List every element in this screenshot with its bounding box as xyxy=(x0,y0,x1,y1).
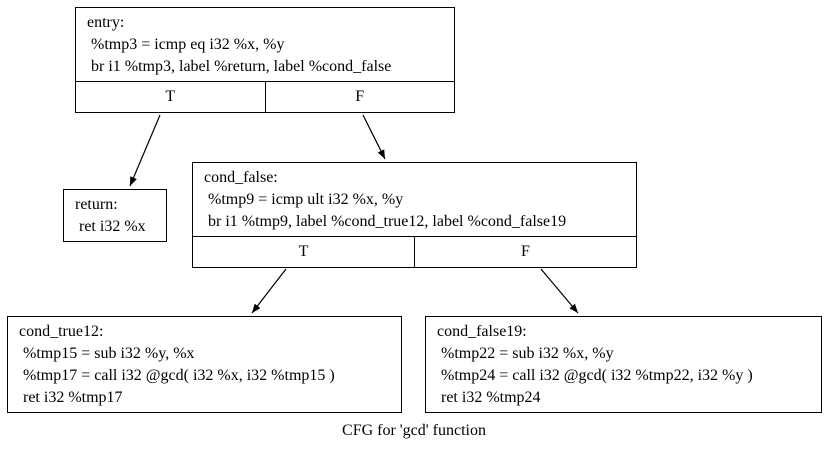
ir-line: %tmp9 = icmp ult i32 %x, %y xyxy=(204,191,404,208)
block-label: cond_false: xyxy=(204,169,278,186)
ir-line: %tmp15 = sub i32 %y, %x xyxy=(19,345,195,362)
branch-row: T F xyxy=(76,81,454,112)
branch-row: T F xyxy=(193,236,636,267)
edge-cond_false-false-cond_false19 xyxy=(540,268,579,314)
node-cond-true12-body: cond_true12: %tmp15 = sub i32 %y, %x %tm… xyxy=(8,317,401,412)
ir-line: ret i32 %tmp17 xyxy=(19,389,123,406)
node-cond-false19: cond_false19: %tmp22 = sub i32 %x, %y %t… xyxy=(425,316,822,413)
node-return: return: ret i32 %x xyxy=(63,189,167,242)
ir-line: ret i32 %x xyxy=(75,218,146,235)
diagram-caption: CFG for 'gcd' function xyxy=(342,422,486,439)
branch-false-label: F xyxy=(414,237,636,267)
edge-entry-false-cond_false xyxy=(362,114,386,160)
node-cond-true12: cond_true12: %tmp15 = sub i32 %y, %x %tm… xyxy=(7,316,402,413)
branch-true-label: T xyxy=(165,88,176,105)
ir-line: %tmp3 = icmp eq i32 %x, %y xyxy=(87,36,285,53)
node-cond-false19-body: cond_false19: %tmp22 = sub i32 %x, %y %t… xyxy=(426,317,821,412)
block-label: return: xyxy=(75,196,118,213)
node-cond-false: cond_false: %tmp9 = icmp ult i32 %x, %y … xyxy=(192,162,637,268)
node-cond-false-body: cond_false: %tmp9 = icmp ult i32 %x, %y … xyxy=(193,163,636,236)
ir-line: br i1 %tmp9, label %cond_true12, label %… xyxy=(204,213,567,230)
branch-true-label: T xyxy=(298,243,309,260)
node-entry: entry: %tmp3 = icmp eq i32 %x, %y br i1 … xyxy=(75,7,455,113)
ir-line: br i1 %tmp3, label %return, label %cond_… xyxy=(87,58,392,75)
block-label: cond_true12: xyxy=(19,323,104,340)
block-label: cond_false19: xyxy=(437,323,527,340)
ir-line: ret i32 %tmp24 xyxy=(437,389,541,406)
edge-cond_false-true-cond_true12 xyxy=(251,268,287,314)
block-label: entry: xyxy=(87,14,125,31)
branch-false-label: F xyxy=(264,82,455,112)
ir-line: %tmp24 = call i32 @gcd( i32 %tmp22, i32 … xyxy=(437,367,753,384)
edge-entry-true-return xyxy=(129,114,161,187)
node-return-body: return: ret i32 %x xyxy=(64,190,166,241)
ir-line: %tmp22 = sub i32 %x, %y xyxy=(437,345,614,362)
node-entry-body: entry: %tmp3 = icmp eq i32 %x, %y br i1 … xyxy=(76,8,454,81)
ir-line: %tmp17 = call i32 @gcd( i32 %x, i32 %tmp… xyxy=(19,367,335,384)
